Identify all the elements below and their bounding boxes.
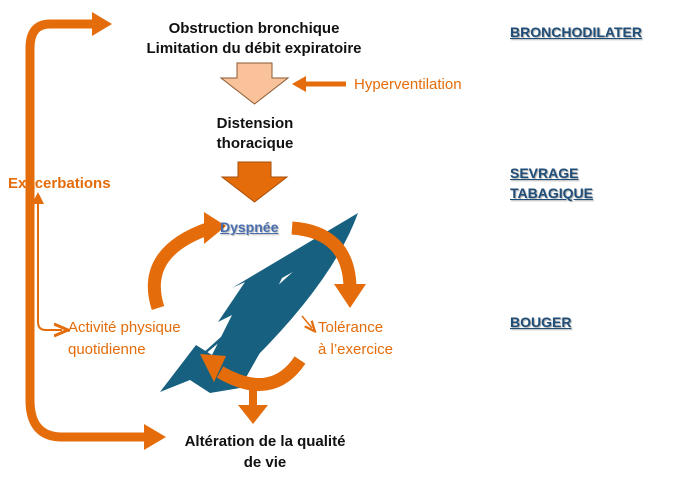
bronchodilater-link[interactable]: BRONCHODILATER	[510, 24, 642, 40]
exacerbations-label: Exacerbations	[8, 175, 111, 192]
alteration-label-line2: de vie	[243, 454, 287, 471]
obstruction-label: Obstruction bronchique	[168, 20, 340, 37]
tolerance-label-line2: à l’exercice	[318, 341, 394, 358]
curved-arrow-icon	[204, 212, 226, 244]
curved-arrow-icon	[200, 354, 226, 382]
bouger-link[interactable]: BOUGER	[510, 314, 572, 330]
activite-label: Activité physique	[68, 319, 181, 336]
block-arrow-down-icon	[219, 62, 290, 105]
arrow-right-icon	[144, 424, 166, 450]
lightning-bolt-icon	[160, 213, 358, 393]
tolerance-label: Tolérance	[318, 319, 384, 336]
exacerbations-to-activity-arrow	[37, 200, 62, 330]
hyperventilation-label: Hyperventilation	[354, 76, 462, 93]
alteration-label: Altération de la qualité	[184, 433, 346, 450]
curved-arrow-icon	[291, 221, 357, 287]
curved-arrow-icon	[334, 284, 366, 308]
distension-label-line2: thoracique	[216, 135, 294, 152]
arrow-right-icon	[92, 12, 112, 36]
curved-arrow-icon	[147, 221, 213, 310]
sevrage-link[interactable]: SEVRAGE	[510, 165, 579, 181]
arrow-up-icon	[32, 192, 44, 204]
curved-arrow-icon	[216, 356, 306, 391]
arrow-left-icon	[292, 76, 306, 92]
distension-label: Distension	[216, 115, 294, 132]
dyspnee-label: Dyspnée	[220, 219, 279, 235]
tolerance-marker	[301, 315, 312, 328]
flow-limitation-label: Limitation du débit expiratoire	[146, 40, 362, 57]
sevrage-link-line2[interactable]: TABAGIQUE	[510, 185, 593, 201]
exacerbations-loop-arrow	[25, 19, 148, 442]
arrow-down-icon	[238, 405, 268, 424]
activite-label-line2: quotidienne	[68, 341, 146, 358]
block-arrow-down-icon	[220, 161, 289, 203]
